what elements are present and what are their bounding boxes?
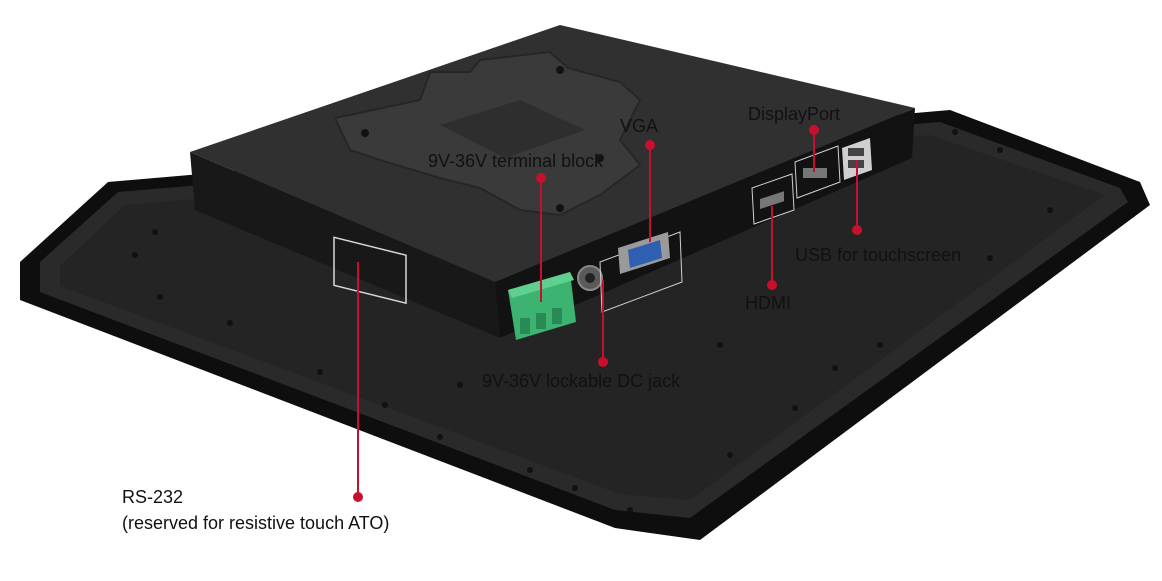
dc-jack-center — [585, 273, 595, 283]
vesa-mount-center — [440, 100, 585, 158]
vesa-screws — [361, 66, 604, 212]
dcjack-callout-dot — [598, 357, 608, 367]
usb-callout-dot — [852, 225, 862, 235]
rs232-cutout — [333, 236, 407, 305]
vga-port — [618, 232, 670, 274]
label-vga: VGA — [620, 116, 659, 136]
hdmi-port — [760, 191, 784, 210]
callouts — [353, 125, 862, 502]
displayport-panel — [794, 145, 841, 199]
label-usb-touchscreen: USB for touchscreen — [795, 245, 962, 265]
hdmi-panel — [751, 173, 795, 225]
label-dc-jack: 9V-36V lockable DC jack — [482, 371, 681, 391]
label-rs232-note: (reserved for resistive touch ATO) — [122, 513, 390, 533]
label-displayport: DisplayPort — [748, 104, 841, 124]
vga-callout-dot — [645, 140, 655, 150]
control-box-front — [190, 152, 500, 338]
hdmi-callout-dot — [767, 280, 777, 290]
terminal-callout-dot — [536, 173, 546, 183]
rs232-callout-dot — [353, 492, 363, 502]
panel-screws — [132, 129, 1053, 513]
displayport-port — [803, 168, 827, 178]
label-hdmi: HDMI — [745, 293, 791, 313]
label-rs232: RS-232 — [122, 487, 184, 507]
label-terminal-block: 9V-36V terminal block — [428, 151, 604, 171]
displayport-callout-dot — [809, 125, 819, 135]
